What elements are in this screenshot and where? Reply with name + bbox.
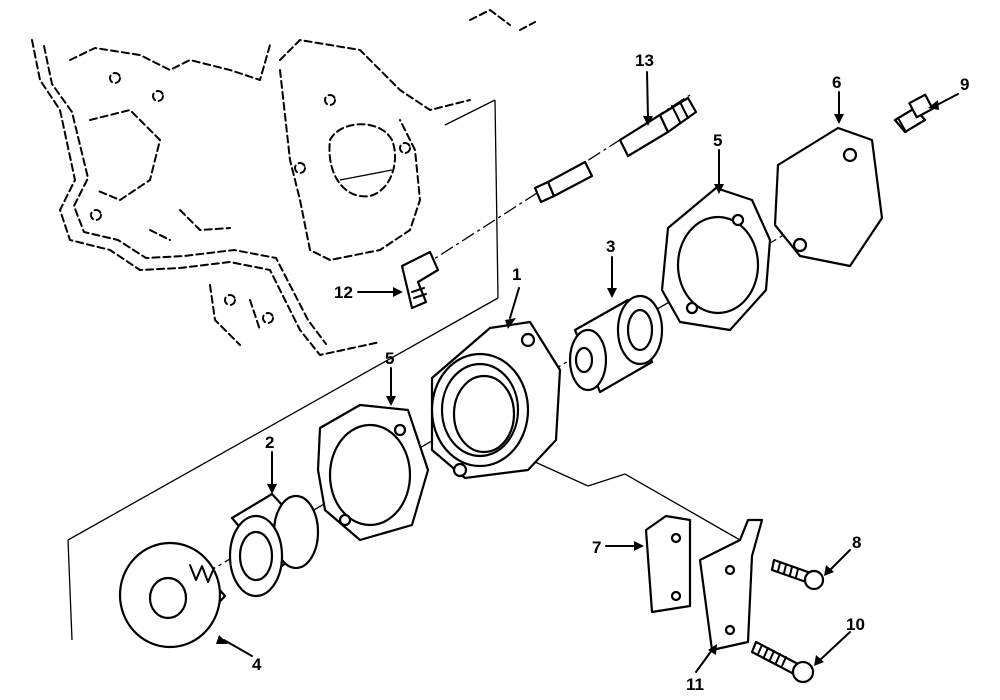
capscrew-cover [893, 93, 934, 134]
bracket-block [644, 514, 692, 614]
bearing [228, 492, 320, 598]
engine-block-outline [31, 9, 536, 356]
spring-disc [118, 541, 227, 649]
cover-plate [773, 126, 884, 268]
gasket-left [316, 403, 430, 542]
callout-2: 2 [265, 433, 274, 452]
elbow-fitting [400, 250, 440, 310]
callout-labels: 1 2 3 4 5 5 6 7 8 9 10 11 12 13 [252, 51, 969, 694]
callout-8: 8 [852, 533, 861, 552]
callout-6: 6 [832, 73, 841, 92]
bracket-plate [698, 518, 764, 652]
reference-frame-lines [67, 99, 741, 641]
gasket-right [660, 186, 772, 332]
callout-12: 12 [334, 283, 353, 302]
housing [430, 320, 562, 480]
callout-11: 11 [686, 675, 704, 694]
capscrew-upper [770, 558, 825, 591]
capscrew-lower [750, 640, 815, 684]
callout-13: 13 [635, 51, 654, 70]
callout-5-left: 5 [385, 349, 394, 368]
callout-1: 1 [512, 265, 521, 284]
callout-7: 7 [592, 538, 601, 557]
callout-9: 9 [960, 75, 969, 94]
callout-3: 3 [606, 237, 615, 256]
callout-10: 10 [846, 615, 865, 634]
callout-5-right: 5 [713, 131, 722, 150]
sleeve [568, 294, 664, 394]
hose-adapter [533, 96, 698, 204]
leader-lines [216, 71, 959, 673]
callout-4: 4 [252, 655, 262, 674]
